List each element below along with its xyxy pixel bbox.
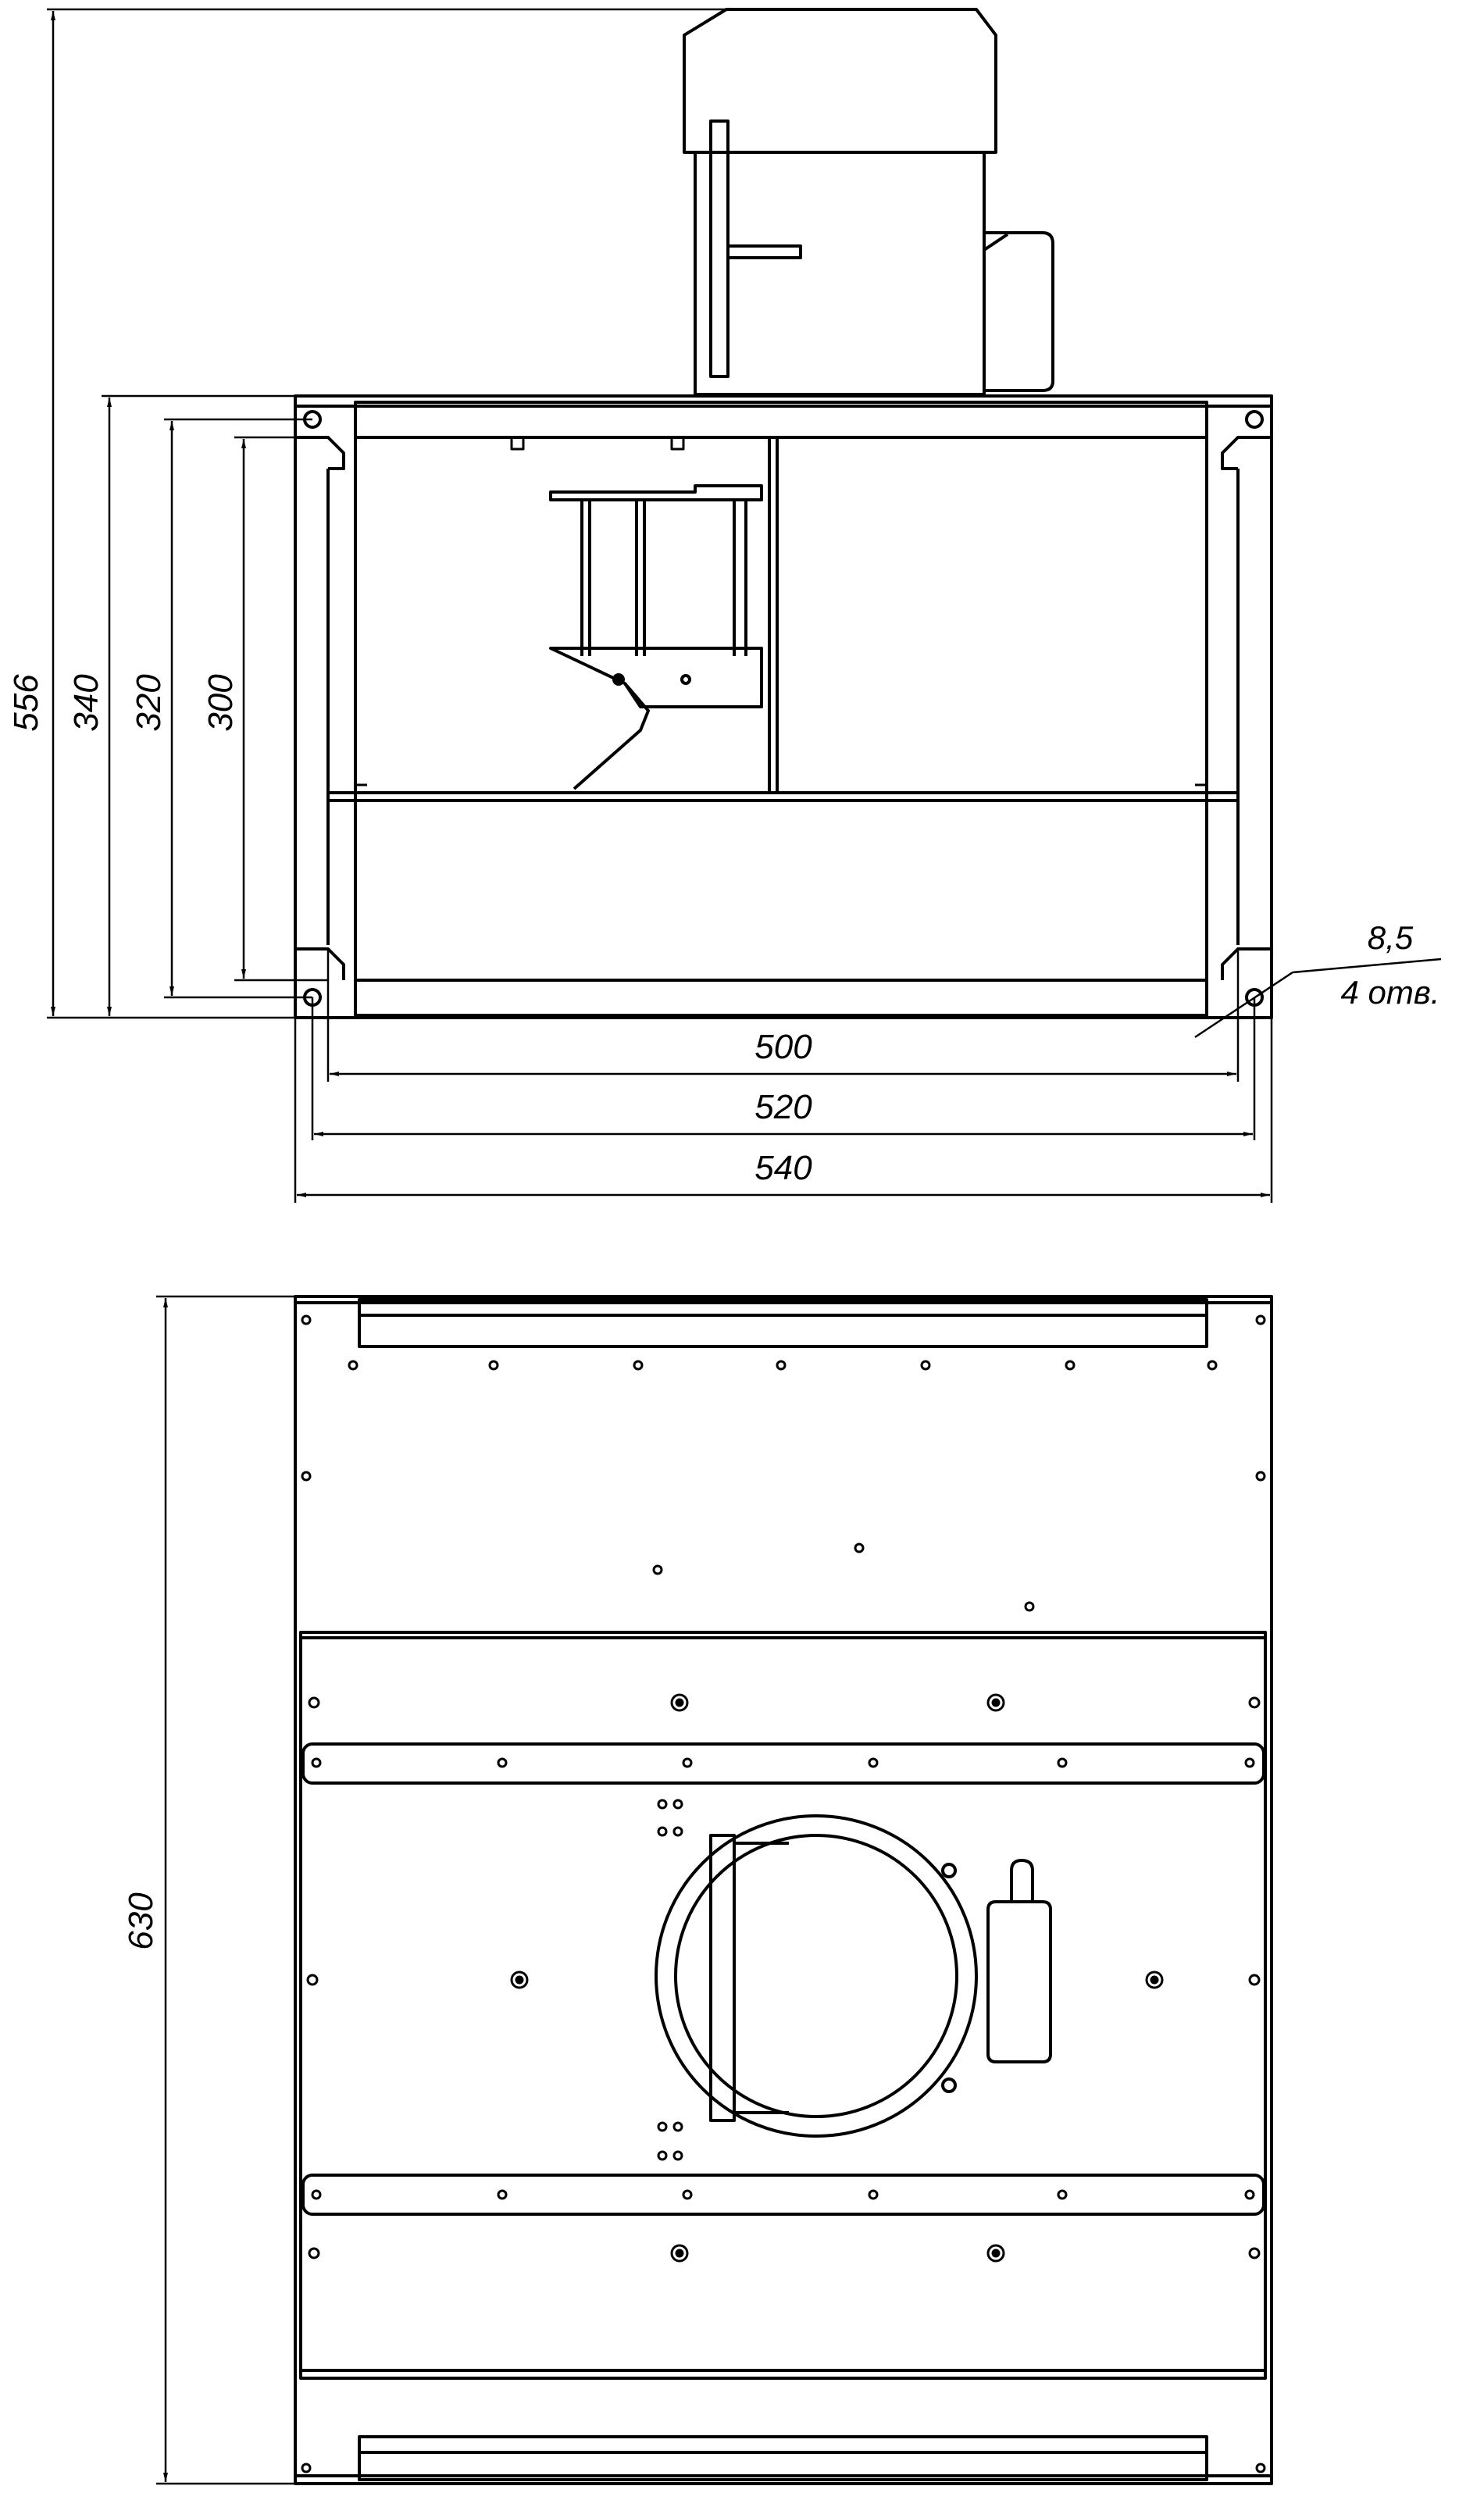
dim-556-label: 556	[7, 674, 45, 732]
front-dimensions	[47, 8, 1442, 1203]
hole-count-label: 4 отв.	[1341, 974, 1440, 1011]
dim-630-label: 630	[122, 1892, 160, 1950]
dim-540-label: 540	[754, 1149, 812, 1187]
fan-housing	[294, 394, 1273, 1019]
dim-500-label: 500	[754, 1028, 812, 1066]
impeller	[549, 484, 763, 790]
front-view	[294, 8, 1273, 1019]
plan-view	[294, 1295, 1273, 2485]
plan-holes	[301, 1314, 1266, 2473]
mounting-holes	[303, 410, 1264, 1007]
clips	[355, 437, 1207, 786]
front-dimension-labels: 556 340 320 300 500 520 540 8,5 4 отв.	[7, 674, 1439, 1187]
dim-520-label: 520	[754, 1088, 812, 1126]
dim-300-label: 300	[202, 674, 240, 732]
plan-dimensions	[156, 1295, 295, 2485]
motor	[683, 8, 1054, 396]
dim-320-label: 320	[130, 674, 168, 732]
dim-340-label: 340	[67, 674, 105, 732]
hole-diameter-label: 8,5	[1368, 919, 1414, 956]
